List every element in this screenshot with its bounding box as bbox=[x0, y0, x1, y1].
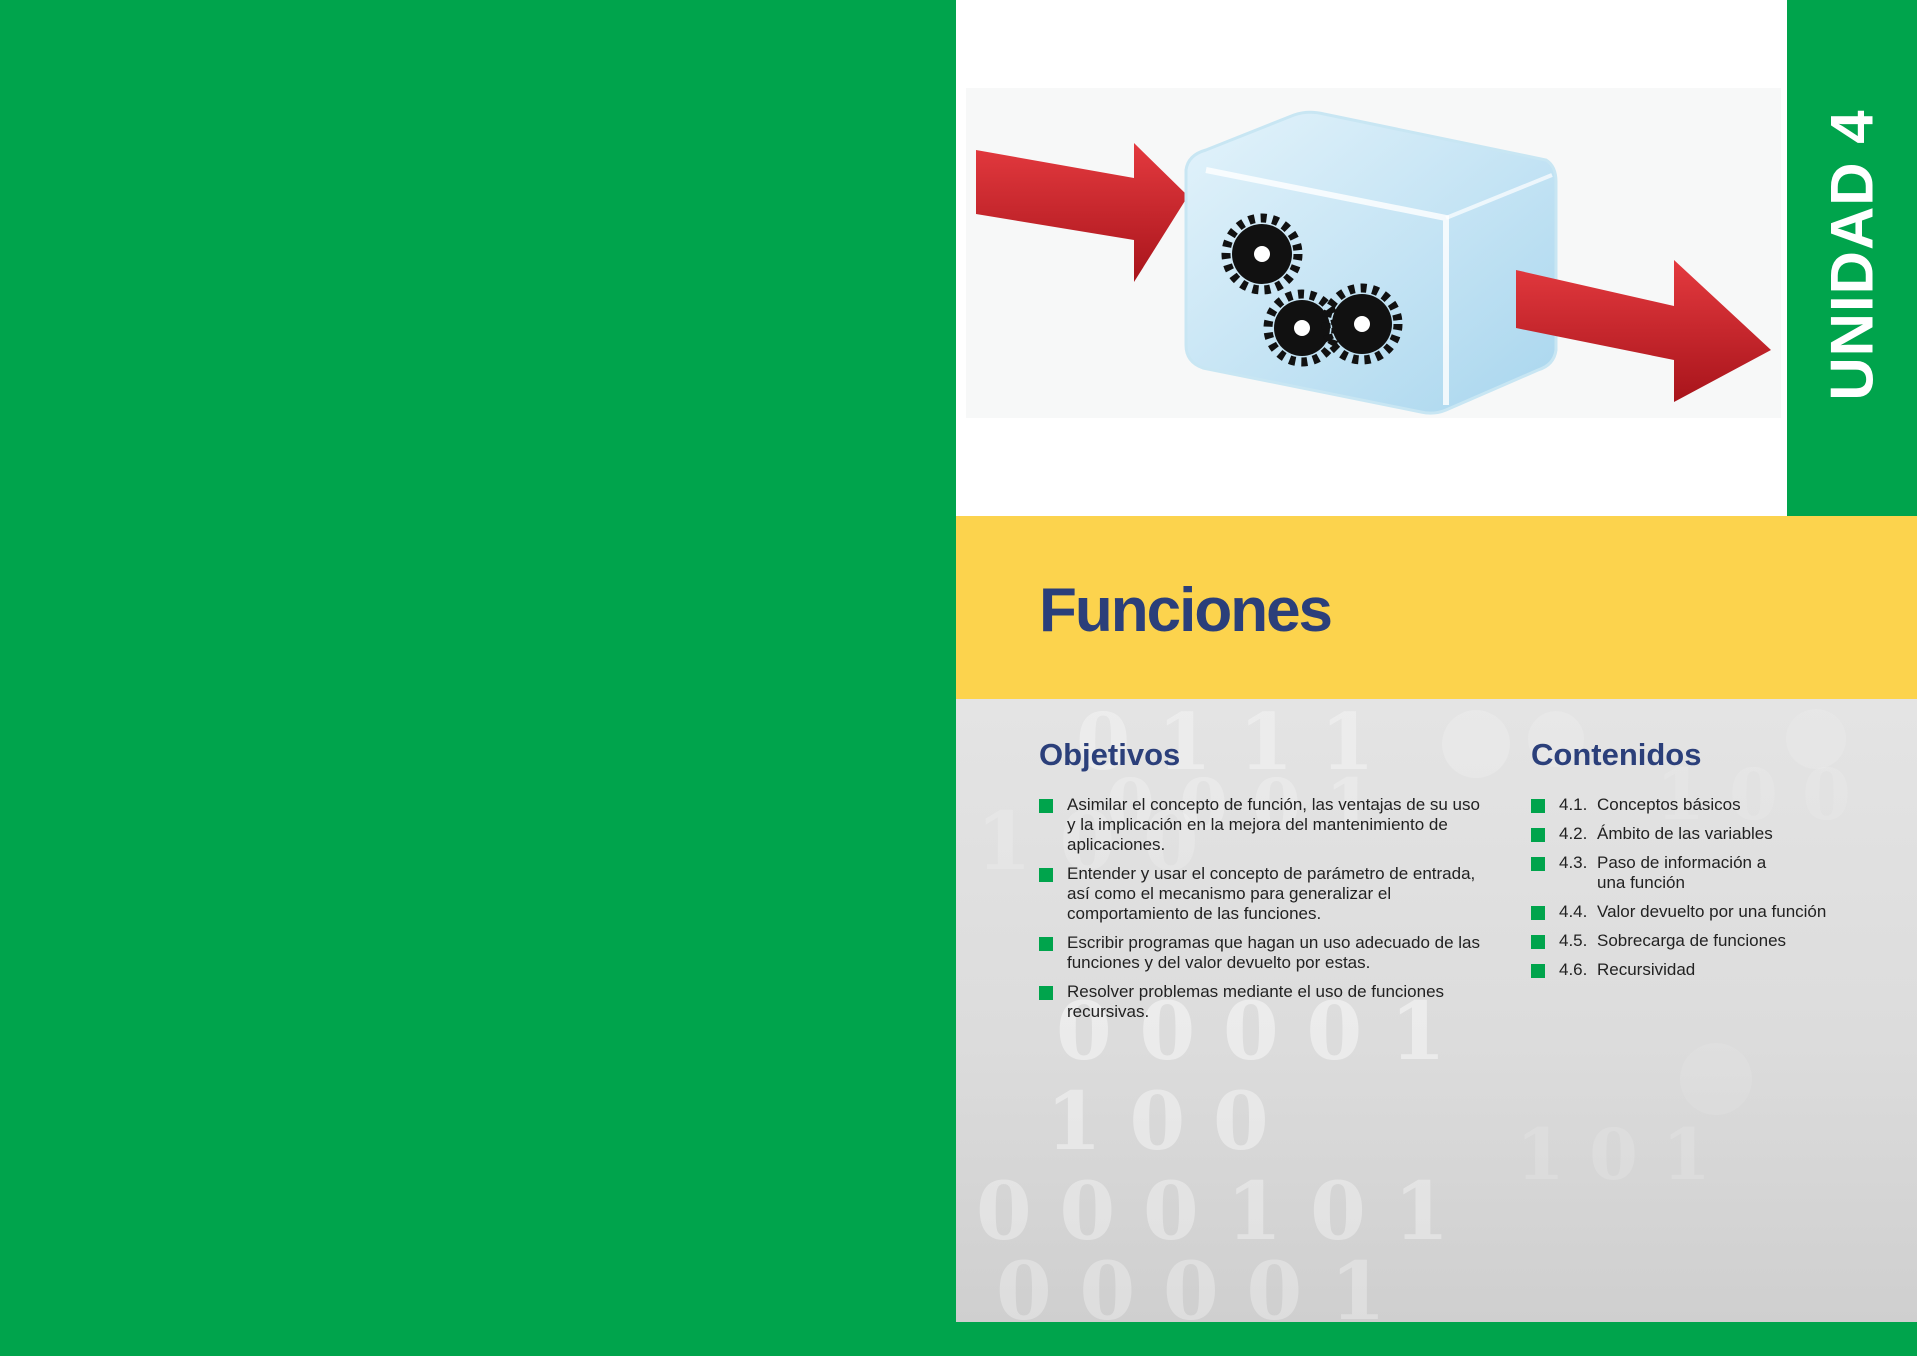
binary-digits-background: 0 1 1 1 0 0 0 1 1 0 0 0 0 0 0 1 1 0 0 0 … bbox=[976, 699, 1851, 1322]
svg-text:1 0 0: 1 0 0 bbox=[1046, 1074, 1269, 1168]
list-item: 4.5.Sobrecarga de funciones bbox=[1531, 931, 1871, 951]
list-item: 4.6.Recursividad bbox=[1531, 960, 1871, 980]
title-band: Funciones bbox=[956, 516, 1917, 699]
list-item: 4.4.Valor devuelto por una función bbox=[1531, 902, 1871, 922]
svg-text:1 0 0: 1 0 0 bbox=[976, 794, 1199, 888]
list-item: Entender y usar el concepto de parámetro… bbox=[1039, 864, 1489, 924]
gear-icon bbox=[1221, 213, 1303, 295]
list-item: 4.3.Paso de información a una función bbox=[1531, 853, 1871, 893]
list-item: 4.1.Conceptos básicos bbox=[1531, 795, 1871, 815]
svg-text:0 1 1 1: 0 1 1 1 bbox=[1076, 699, 1375, 788]
svg-text:1 0 1: 1 0 1 bbox=[1516, 1113, 1711, 1196]
list-item: Escribir programas que hagan un uso adec… bbox=[1039, 933, 1489, 973]
svg-text:0 0 0 0 1: 0 0 0 0 1 bbox=[996, 1244, 1386, 1322]
chapter-page: UNIDAD 4 Funciones 0 1 1 1 0 0 0 1 1 0 0… bbox=[956, 0, 1917, 1322]
svg-text:0 0 0 1: 0 0 0 1 bbox=[1106, 763, 1374, 846]
bullet-square-icon bbox=[1531, 799, 1545, 813]
bullet-square-icon bbox=[1531, 964, 1545, 978]
svg-text:0 0 0 0 1: 0 0 0 0 1 bbox=[1056, 984, 1446, 1078]
unit-tab: UNIDAD 4 bbox=[1787, 0, 1917, 516]
bullet-square-icon bbox=[1039, 799, 1053, 813]
gear-icon bbox=[1321, 283, 1403, 365]
svg-text:0 0 0 1 0 1: 0 0 0 1 0 1 bbox=[976, 1164, 1449, 1258]
function-box-with-gears-icon bbox=[966, 88, 1781, 418]
bullet-square-icon bbox=[1531, 935, 1545, 949]
list-item: Asimilar el concepto de función, las ven… bbox=[1039, 795, 1489, 855]
output-arrow-icon bbox=[1516, 260, 1771, 402]
list-item: 4.2.Ámbito de las variables bbox=[1531, 824, 1871, 844]
input-arrow-icon bbox=[976, 143, 1188, 282]
bullet-square-icon bbox=[1531, 906, 1545, 920]
list-item: Resolver problemas mediante el uso de fu… bbox=[1039, 982, 1489, 1022]
contents-list: 4.1.Conceptos básicos 4.2.Ámbito de las … bbox=[1531, 795, 1871, 989]
unit-label: UNIDAD 4 bbox=[1818, 109, 1886, 401]
objectives-list: Asimilar el concepto de función, las ven… bbox=[1039, 795, 1489, 1031]
bullet-square-icon bbox=[1531, 828, 1545, 842]
bullet-square-icon bbox=[1039, 868, 1053, 882]
contents-heading: Contenidos bbox=[1531, 737, 1702, 772]
bullet-square-icon bbox=[1039, 937, 1053, 951]
hero-illustration bbox=[956, 0, 1787, 516]
bullet-square-icon bbox=[1531, 857, 1545, 871]
gear-icon bbox=[1263, 289, 1341, 367]
chapter-title: Funciones bbox=[1039, 576, 1333, 645]
bullet-square-icon bbox=[1039, 986, 1053, 1000]
svg-text:1 0 0: 1 0 0 bbox=[1656, 753, 1851, 836]
objectives-heading: Objetivos bbox=[1039, 737, 1181, 772]
content-section: 0 1 1 1 0 0 0 1 1 0 0 0 0 0 0 1 1 0 0 0 … bbox=[956, 699, 1917, 1322]
